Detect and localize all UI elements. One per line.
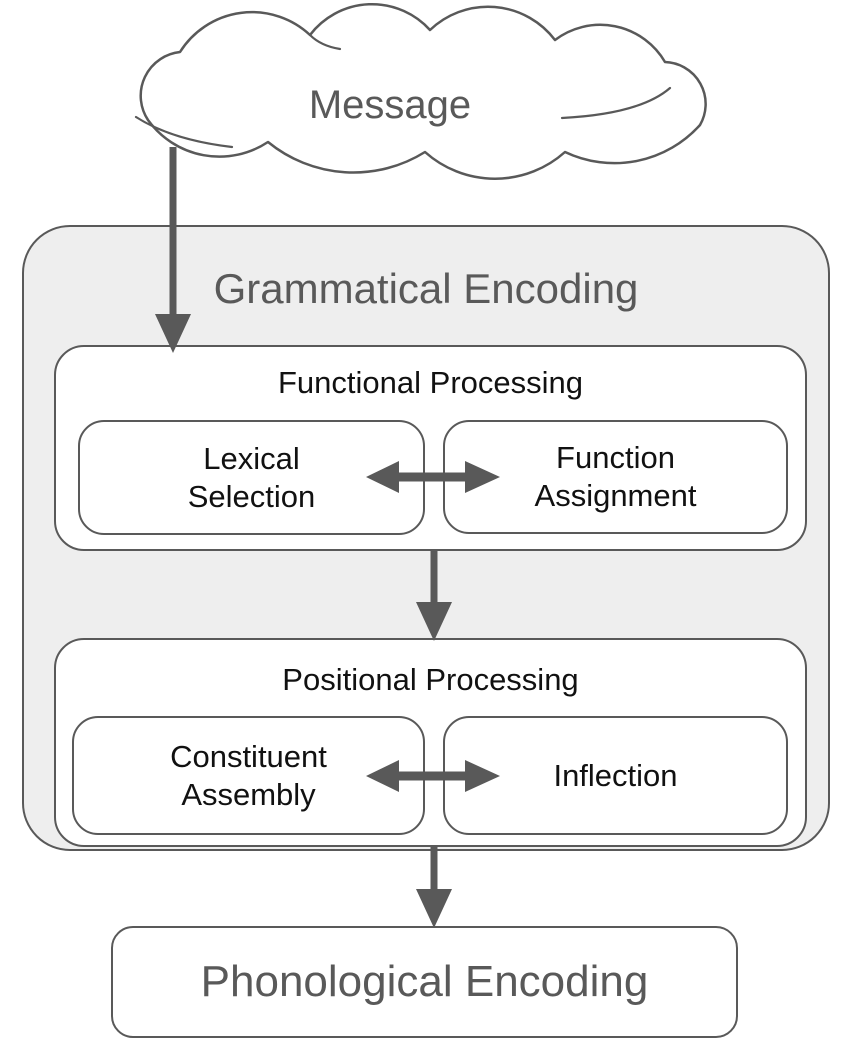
grammatical-encoding-title: Grammatical Encoding <box>22 256 830 322</box>
lexical-selection-label: Lexical Selection <box>78 420 425 535</box>
constituent-assembly-label: Constituent Assembly <box>72 716 425 835</box>
arrow-grammatical-to-phonological-icon <box>416 847 452 928</box>
message-label: Message <box>95 20 685 190</box>
positional-processing-text: Positional Processing <box>282 662 579 697</box>
function-assignment-text: Function Assignment <box>534 440 697 513</box>
phonological-encoding-label: Phonological Encoding <box>111 926 738 1038</box>
positional-processing-title: Positional Processing <box>54 654 807 706</box>
functional-processing-text: Functional Processing <box>278 365 583 400</box>
function-assignment-box <box>443 420 788 534</box>
message-text: Message <box>308 82 472 127</box>
phonological-encoding-text: Phonological Encoding <box>200 957 649 1006</box>
inflection-text: Inflection <box>553 757 678 793</box>
lexical-selection-text: Lexical Selection <box>187 440 316 514</box>
functional-processing-title: Functional Processing <box>54 357 807 409</box>
constituent-assembly-text: Constituent Assembly <box>170 738 327 812</box>
function-assignment-label: Function Assignment <box>443 420 788 534</box>
inflection-label: Inflection <box>443 716 788 835</box>
grammatical-encoding-text: Grammatical Encoding <box>213 265 639 312</box>
